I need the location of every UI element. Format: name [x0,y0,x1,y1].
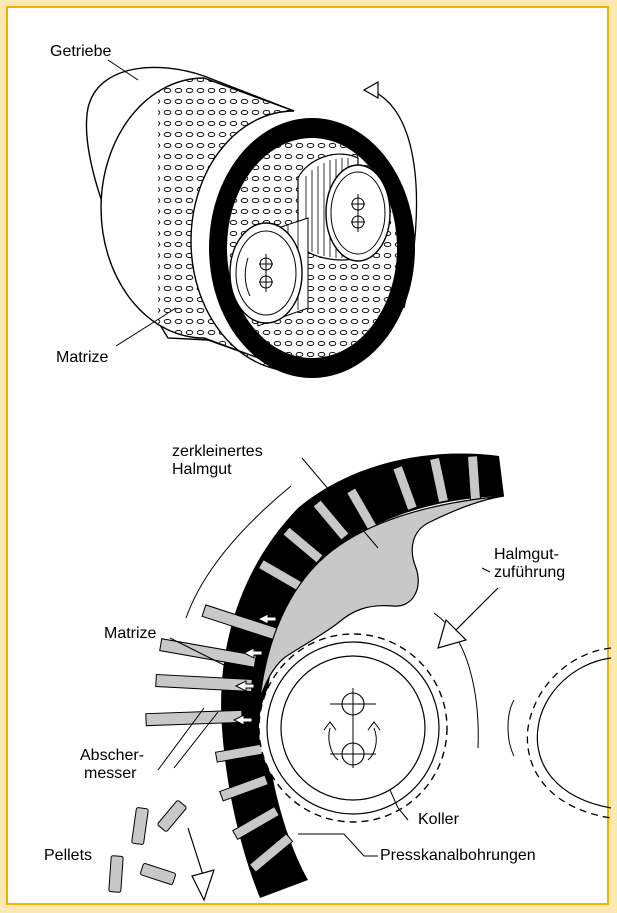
label-getriebe: Getriebe [50,42,111,61]
top-diagram [86,60,416,378]
pellets [109,800,187,892]
label-chopped-2: Halmgut [172,460,232,479]
label-feed-2: zuführung [494,563,565,582]
bottom-diagram [109,454,611,900]
roller-koller [259,634,447,822]
label-channels: Presskanalbohrungen [380,846,536,865]
feed-arrow-icon [438,588,498,648]
figure-frame: Getriebe Matrize zerkleinertes Halmgut H… [6,6,609,905]
output-arrow-icon [188,828,214,900]
label-feed-1: Halmgut- [494,545,559,564]
label-pellets: Pellets [44,846,92,865]
label-cutter-1: Abscher- [80,746,144,765]
roller-second [508,648,611,818]
label-matrize-bottom: Matrize [104,624,156,643]
label-chopped-1: zerkleinertes [172,442,263,461]
label-cutter-2: messer [84,764,136,783]
feed-leader [482,568,490,572]
channels-leader [298,834,378,856]
label-koller: Koller [418,810,459,829]
label-matrize-top: Matrize [56,348,108,367]
